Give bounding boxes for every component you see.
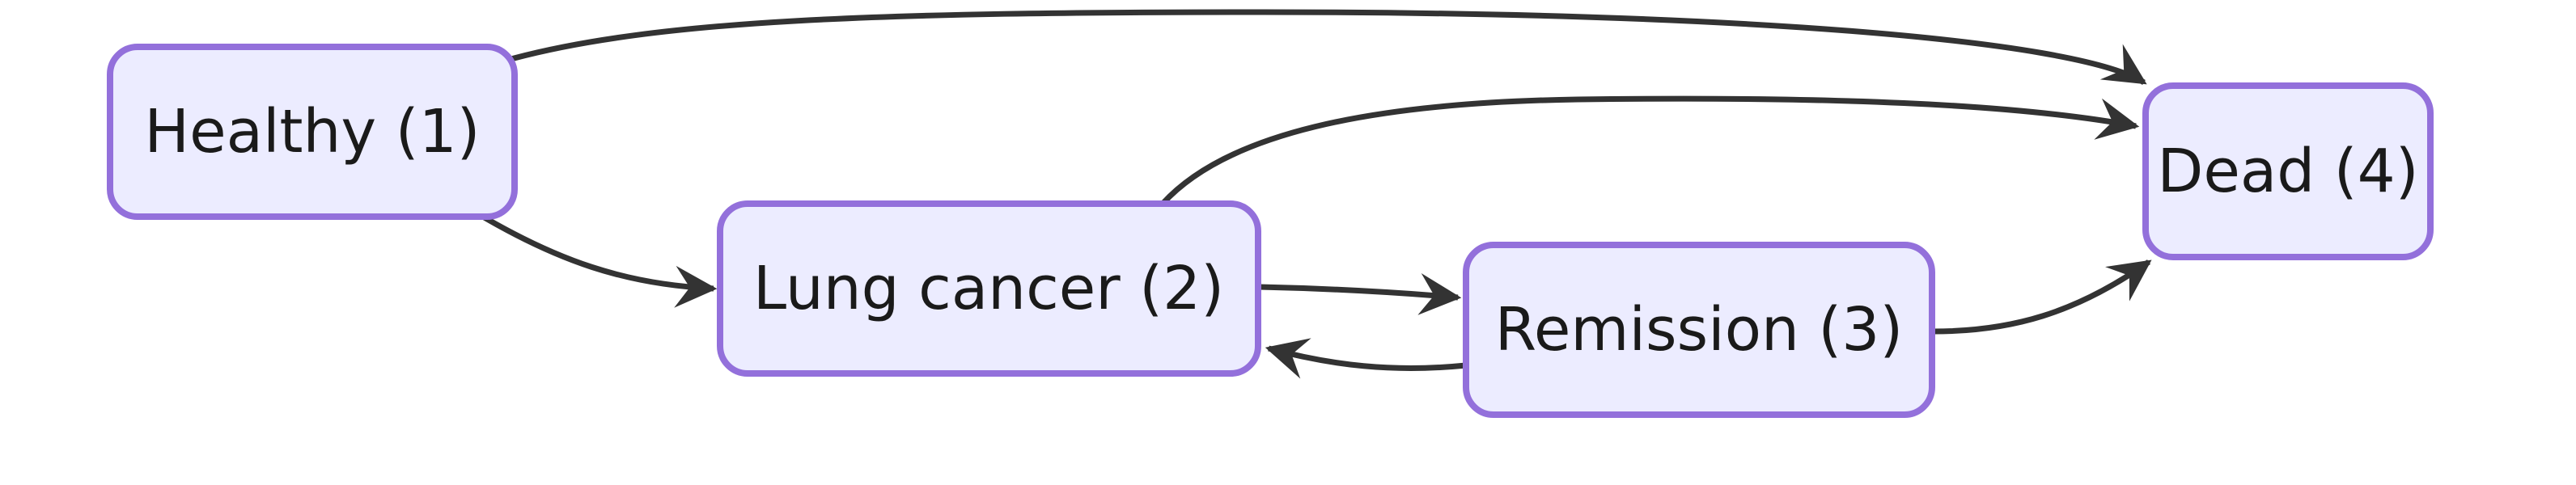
- edge-remission-to-dead: [1933, 259, 2152, 335]
- node-lung-cancer-box: [717, 200, 1261, 377]
- node-remission-box: [1463, 242, 1935, 418]
- node-healthy: Healthy (1): [107, 44, 518, 220]
- edge-lung-to-dead: [1160, 95, 2140, 206]
- node-healthy-box: [107, 44, 518, 220]
- edge-healthy-to-dead: [507, 9, 2147, 85]
- node-lung-cancer: Lung cancer (2): [717, 200, 1261, 377]
- node-dead-box: [2142, 82, 2434, 260]
- node-remission: Remission (3): [1463, 242, 1935, 418]
- edge-healthy-to-lung: [476, 210, 718, 308]
- node-lung-cancer-label: Lung cancer (2): [753, 254, 1224, 323]
- node-healthy-label: Healthy (1): [144, 97, 480, 167]
- edge-remission-to-lung: [1265, 338, 1467, 379]
- node-dead: Dead (4): [2142, 82, 2434, 260]
- node-dead-label: Dead (4): [2157, 137, 2418, 206]
- node-remission-label: Remission (3): [1495, 295, 1903, 365]
- edge-lung-to-remission: [1259, 273, 1462, 315]
